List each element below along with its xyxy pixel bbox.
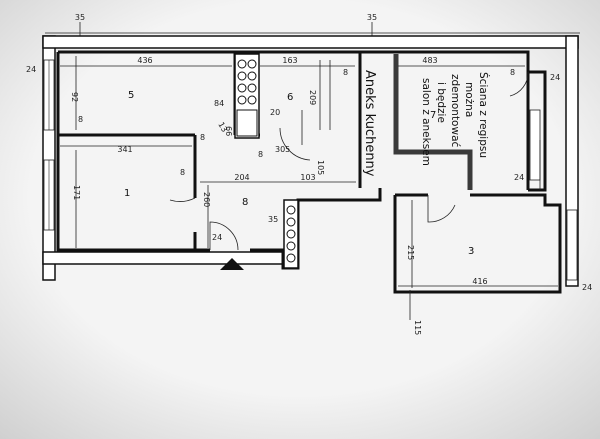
room-1-label: 1 bbox=[124, 188, 130, 199]
dim-305: 305 bbox=[275, 145, 290, 154]
room-5-label: 5 bbox=[128, 90, 134, 101]
dim-24-left: 24 bbox=[26, 65, 36, 74]
dim-436: 436 bbox=[137, 56, 152, 65]
dim-8a: 8 bbox=[343, 68, 348, 77]
room-6-label: 6 bbox=[287, 92, 293, 103]
dimension-labels: 35 35 436 163 483 8 92 8 84 13 66 20 209… bbox=[26, 13, 592, 335]
ventilation-shaft-bath bbox=[283, 199, 299, 269]
dim-24-right-top: 24 bbox=[550, 73, 560, 82]
note-line-3: zdemontować bbox=[449, 74, 461, 148]
dim-483: 483 bbox=[422, 56, 437, 65]
dim-204: 204 bbox=[234, 173, 249, 182]
dim-8e: 8 bbox=[180, 168, 185, 177]
note-line-4: i będzie bbox=[435, 82, 447, 123]
dim-35-bath: 35 bbox=[268, 215, 278, 224]
note-line-5: salon z aneksem bbox=[420, 78, 432, 166]
kitchen-annex-label: Aneks kuchenny bbox=[362, 70, 377, 177]
dim-341: 341 bbox=[117, 145, 132, 154]
drywall-note: Ściana z regipsu można zdemontować i będ… bbox=[420, 72, 490, 166]
dim-103: 103 bbox=[300, 173, 315, 182]
ventilation-shaft-top bbox=[234, 53, 260, 139]
room-3-label: 3 bbox=[468, 246, 474, 257]
dimension-lines bbox=[60, 56, 558, 320]
dim-260: 260 bbox=[202, 192, 211, 207]
dim-209: 209 bbox=[308, 90, 317, 105]
room-7-label: 7 bbox=[430, 110, 436, 121]
note-line-1: Ściana z regipsu bbox=[477, 72, 490, 158]
dim-24-right-bottom: 24 bbox=[582, 283, 592, 292]
dim-35-right: 35 bbox=[367, 13, 377, 22]
dim-8f: 8 bbox=[510, 68, 515, 77]
note-line-2: można bbox=[463, 82, 475, 117]
dim-171: 171 bbox=[72, 185, 81, 200]
dim-416: 416 bbox=[472, 277, 487, 286]
dim-215: 215 bbox=[406, 245, 415, 260]
dim-24-mid: 24 bbox=[514, 173, 524, 182]
dim-20: 20 bbox=[270, 108, 280, 117]
dim-8b: 8 bbox=[78, 115, 83, 124]
dim-105: 105 bbox=[316, 160, 325, 175]
dim-24-door: 24 bbox=[212, 233, 222, 242]
dim-163: 163 bbox=[282, 56, 297, 65]
dim-8c: 8 bbox=[200, 133, 205, 142]
dim-115: 115 bbox=[413, 320, 422, 335]
door-swings bbox=[169, 60, 529, 251]
entrance-arrow-icon bbox=[220, 258, 244, 270]
dim-84: 84 bbox=[214, 99, 224, 108]
windows bbox=[43, 59, 578, 281]
dim-8d: 8 bbox=[258, 150, 263, 159]
dim-13: 13 bbox=[216, 121, 229, 134]
dim-35-left: 35 bbox=[75, 13, 85, 22]
dim-92: 92 bbox=[70, 92, 79, 102]
removable-drywall bbox=[393, 54, 473, 190]
room-labels: 5 6 1 8 7 3 bbox=[124, 90, 474, 257]
dim-66: 66 bbox=[224, 126, 233, 136]
room-8-label: 8 bbox=[242, 197, 248, 208]
